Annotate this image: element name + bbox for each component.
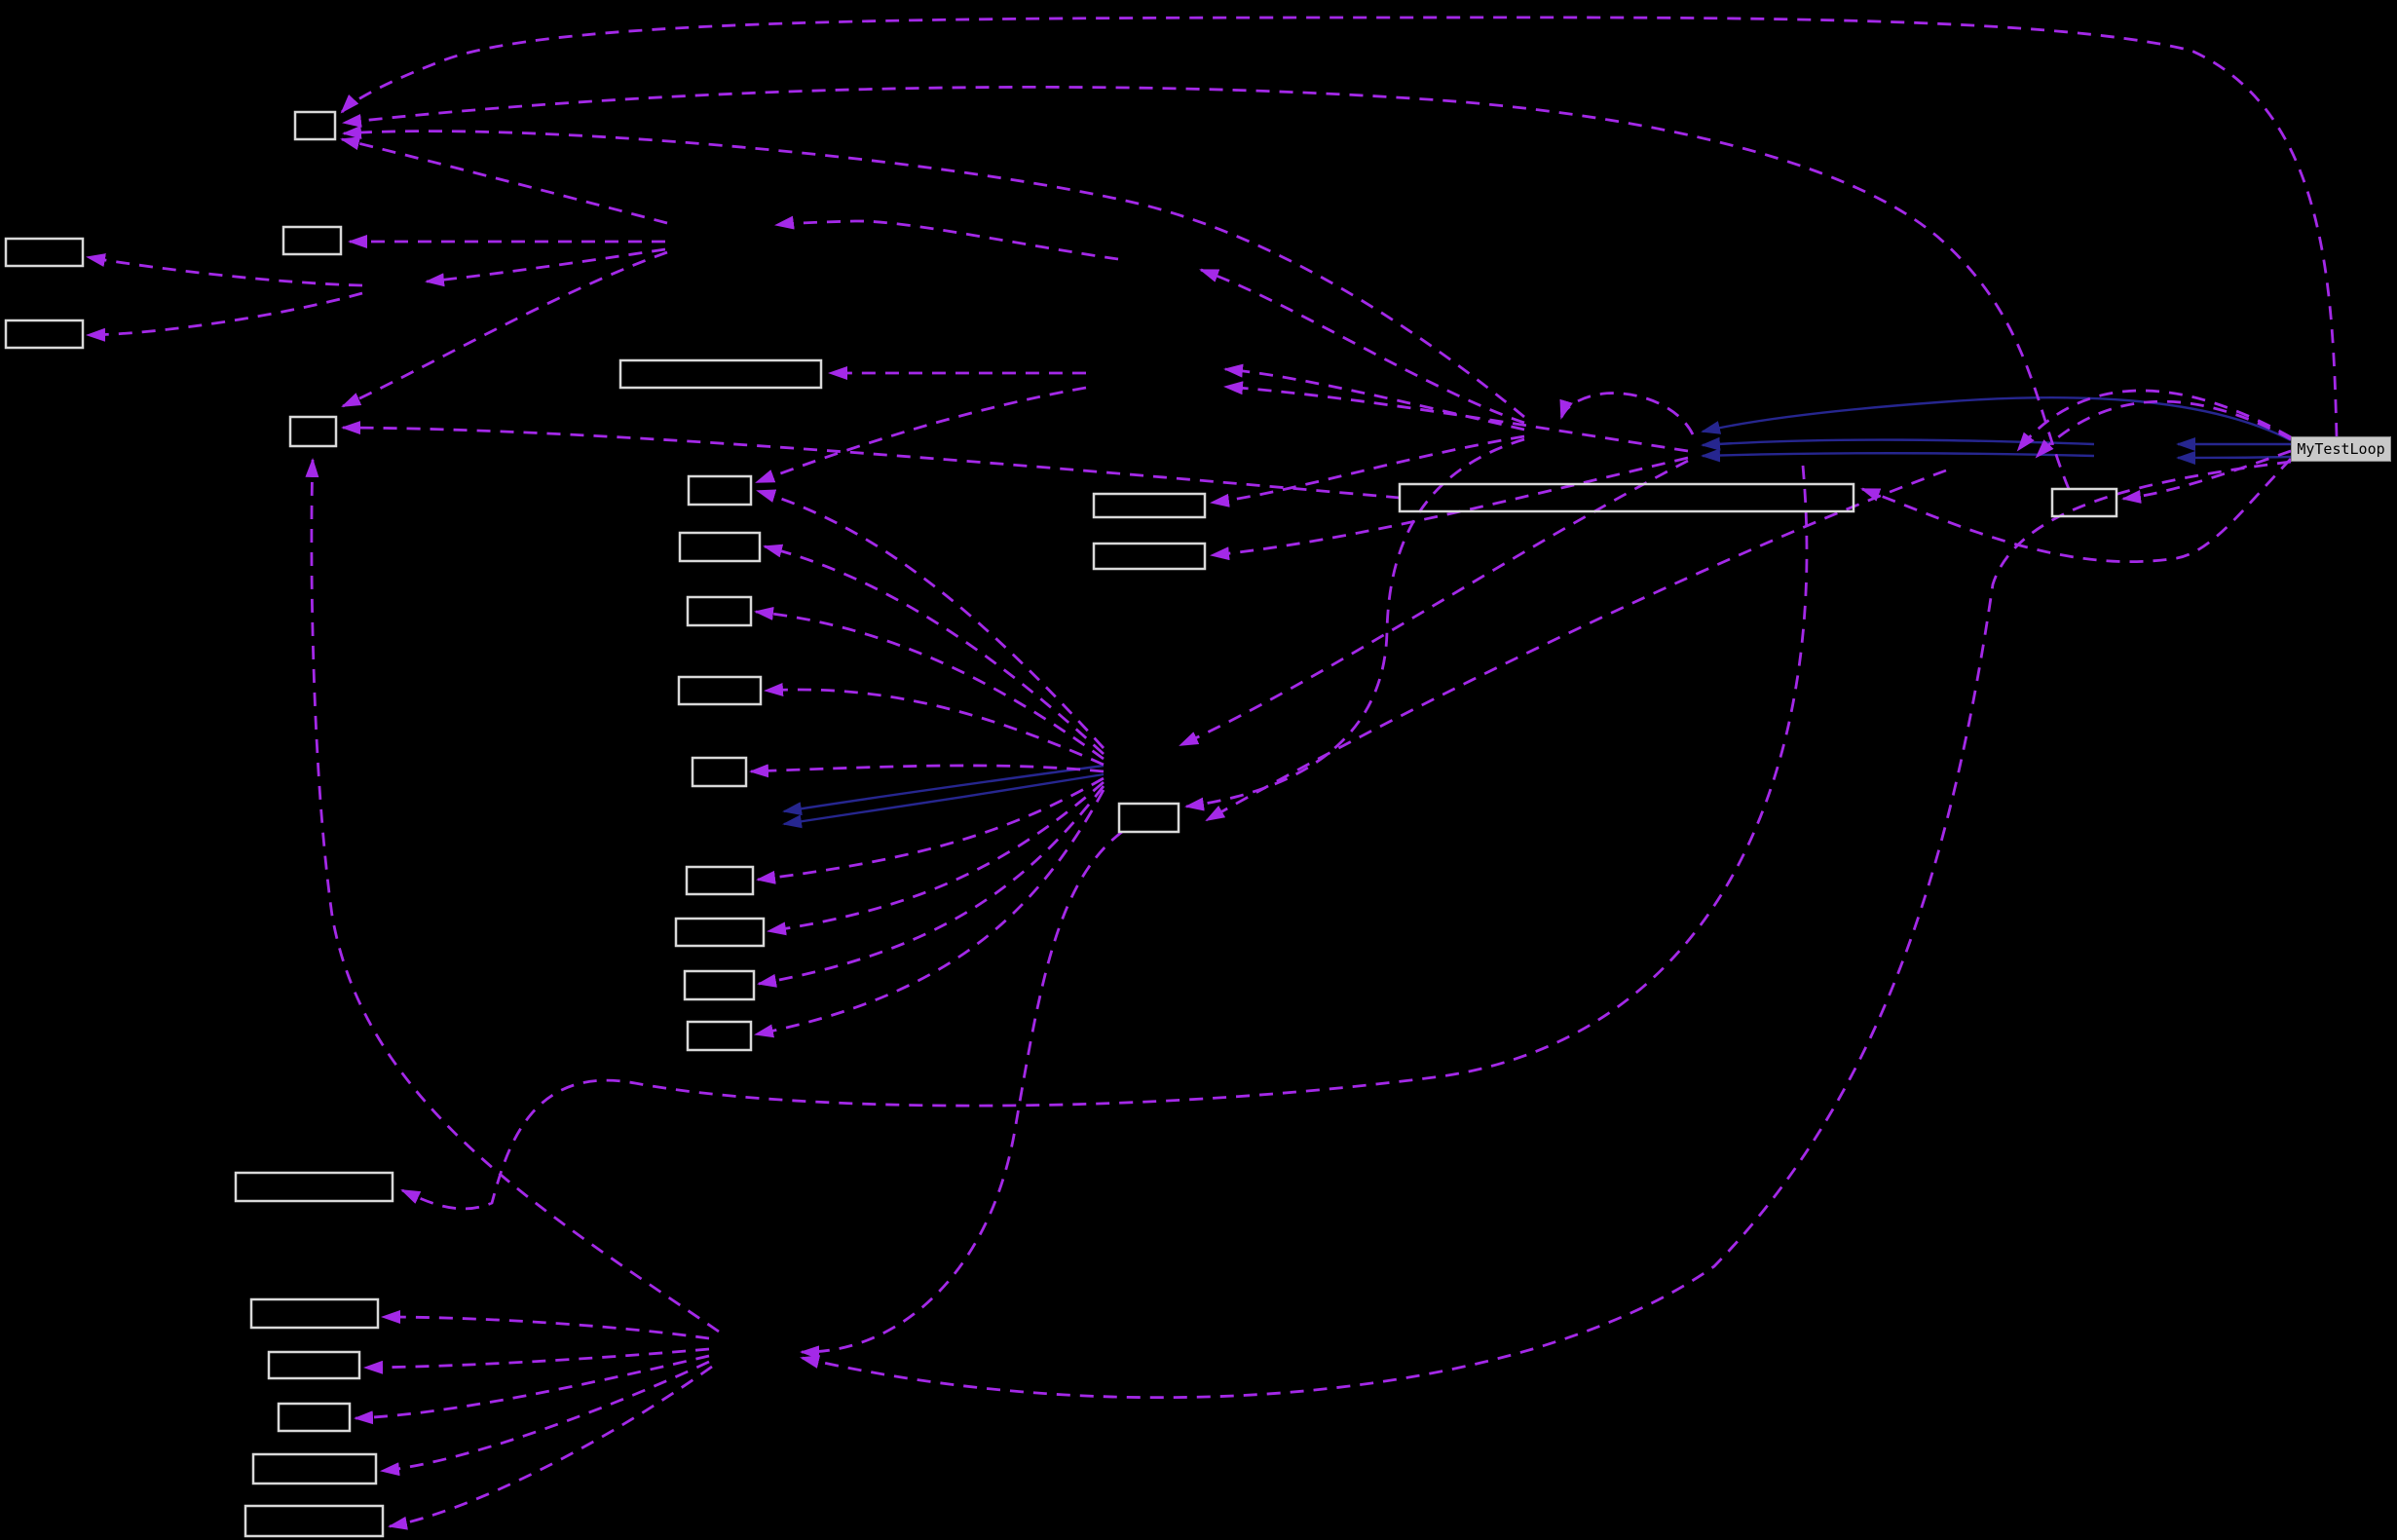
node-far-left-1[interactable] xyxy=(6,239,83,266)
node-mid-2[interactable] xyxy=(1094,544,1205,569)
purple-mytestloop-wideright xyxy=(1862,459,2291,562)
purple-junctionB-junctionW xyxy=(427,249,665,282)
purple-junctionG-mid2 xyxy=(1212,458,1688,555)
node-bottom-5[interactable] xyxy=(253,1454,376,1484)
node-left-3[interactable] xyxy=(290,417,336,446)
node-col-1[interactable] xyxy=(689,476,751,505)
node-left-2[interactable] xyxy=(283,227,341,254)
purple-junctionH2-junctionB xyxy=(776,221,1118,259)
node-wide-left[interactable] xyxy=(620,360,821,388)
purple-junctionC-col5 xyxy=(751,766,1104,771)
purple-junctionSL-center xyxy=(1186,439,1524,807)
node-bottom-2[interactable] xyxy=(251,1299,378,1328)
purple-junctionG-bottom1-arc xyxy=(402,466,1807,1209)
node-bottom-6[interactable] xyxy=(245,1506,383,1536)
purple-rightsmall-topleft-arc xyxy=(344,87,2069,489)
purple-junctionC-col3 xyxy=(756,612,1104,759)
node-col-7[interactable] xyxy=(676,919,764,946)
purple-junctionG-junctionC xyxy=(1180,461,1688,745)
node-wide-right[interactable] xyxy=(1400,484,1854,511)
purple-center-bottomjunction xyxy=(802,832,1122,1352)
purple-bottomjunction-bottom2 xyxy=(383,1317,709,1338)
purple-bottomjunction-bottom3 xyxy=(365,1349,709,1368)
purple-mytestloop-junctionR3-b xyxy=(2018,391,2291,450)
node-col-6[interactable] xyxy=(687,867,753,894)
purple-junctionC-col6 xyxy=(758,778,1104,880)
purple-junctionC-col2 xyxy=(765,546,1104,754)
node-col-8[interactable] xyxy=(685,971,754,999)
purple-junctionW-farleft1 xyxy=(88,257,362,285)
node-bottom-3[interactable] xyxy=(269,1352,359,1378)
node-col-9[interactable] xyxy=(688,1022,751,1050)
nodes-layer xyxy=(6,112,2116,1536)
node-col-5[interactable] xyxy=(693,758,746,786)
purple-bottomjunction-bottom5 xyxy=(382,1362,709,1471)
navy-junctionR4-junctionG-b xyxy=(1703,453,2094,456)
node-far-left-2[interactable] xyxy=(6,320,83,348)
navy-junctionC-coljunction-b xyxy=(784,774,1104,824)
navy-mytestloop-junctionR4-b xyxy=(2178,457,2291,458)
node-col-4[interactable] xyxy=(679,677,761,704)
purple-junctionC-col9 xyxy=(756,790,1104,1034)
purple-junctionW-farleft2 xyxy=(88,293,362,335)
purple-bottomjunction-bottom6 xyxy=(390,1367,712,1526)
node-top-left[interactable] xyxy=(295,112,335,139)
node-mid-1[interactable] xyxy=(1094,494,1205,517)
navy-junctionR4-junctionG-a xyxy=(1703,440,2094,445)
mytestloop-node: MyTestLoop xyxy=(2291,436,2391,462)
purple-junctionSL-mid1 xyxy=(1212,436,1524,503)
purple-mytestloop-junctionR3-a xyxy=(2037,401,2291,457)
purple-junctionC-col4 xyxy=(766,690,1104,765)
purple-junctionSL-junctionH2 xyxy=(1201,270,1524,423)
purple-junctionB-left3 xyxy=(343,252,667,406)
node-bottom-4[interactable] xyxy=(279,1404,350,1431)
node-center[interactable] xyxy=(1119,804,1179,832)
purple-junctionG-junctionSL-loop xyxy=(1561,394,1693,434)
node-bottom-1[interactable] xyxy=(236,1173,393,1201)
navy-mytestloop-junctionG-bow xyxy=(1703,397,2291,440)
node-col-3[interactable] xyxy=(688,597,751,625)
node-col-2[interactable] xyxy=(680,533,760,561)
purple-junctionSL-junctionH xyxy=(1225,369,1524,430)
purple-bottomjunction-bottom4 xyxy=(356,1356,709,1418)
purple-wideright-left3 xyxy=(343,428,1400,498)
purple-junctionB-topleft xyxy=(342,139,667,223)
edges-layer xyxy=(88,18,2337,1526)
purple-mytestloop-topleft-arc xyxy=(342,18,2337,436)
node-right-small[interactable] xyxy=(2052,489,2116,516)
purple-mytestloop-bottomjunction-sweep xyxy=(802,462,2291,1398)
